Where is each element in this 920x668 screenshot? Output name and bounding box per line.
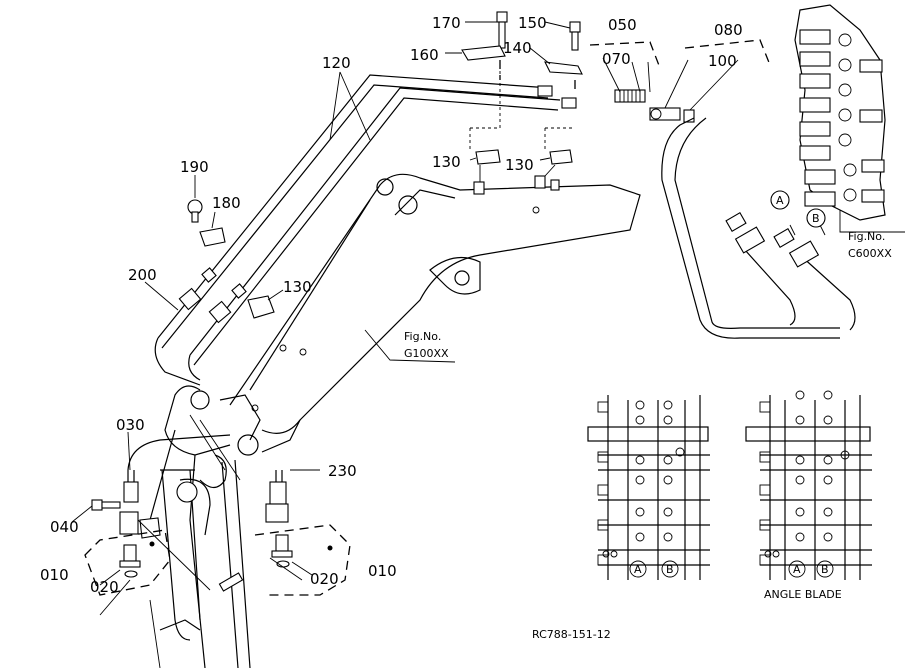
label-030: 030 <box>116 416 145 434</box>
label-140: 140 <box>503 39 532 57</box>
port-b-marker: B <box>812 212 820 225</box>
bottom-fittings <box>84 469 351 641</box>
valve-layout-left <box>587 395 710 580</box>
label-150: 150 <box>518 14 547 32</box>
label-040: 040 <box>50 518 79 536</box>
hose-to-valve <box>661 117 856 339</box>
valve-left-port-b: B <box>666 563 674 576</box>
label-010-right: 010 <box>368 562 397 580</box>
figure-refs: Fig.No. G100XX Fig.No. C600XX <box>404 230 892 360</box>
label-160: 160 <box>410 46 439 64</box>
label-120: 120 <box>322 54 351 72</box>
boom-pipes <box>127 74 561 500</box>
label-170: 170 <box>432 14 461 32</box>
fig-ref-g100-line1: Fig.No. <box>404 330 441 343</box>
valve-layout-labels: A B A B ANGLE BLADE <box>634 563 842 601</box>
valve-layout-right <box>745 390 872 580</box>
angle-blade-caption: ANGLE BLADE <box>764 588 842 601</box>
valve-right-port-b: B <box>821 563 829 576</box>
label-leaders <box>71 21 826 586</box>
label-130-b: 130 <box>505 156 534 174</box>
valve-left-port-a: A <box>634 563 642 576</box>
label-100: 100 <box>708 52 737 70</box>
label-020-right: 020 <box>310 570 339 588</box>
fig-ref-c600-line1: Fig.No. <box>848 230 885 243</box>
port-a-marker: A <box>776 194 784 207</box>
label-050: 050 <box>608 16 637 34</box>
hose-port-markers: A B <box>770 190 826 228</box>
fig-ref-g100-line2: G100XX <box>404 347 449 360</box>
label-230: 230 <box>328 462 357 480</box>
label-130-a: 130 <box>432 153 461 171</box>
fig-ref-c600-line2: C600XX <box>848 247 892 260</box>
pipe-fittings-boom <box>178 199 275 324</box>
control-valve <box>794 4 905 233</box>
drawing-code: RC788-151-12 <box>532 628 611 641</box>
label-010-left: 010 <box>40 566 69 584</box>
top-fittings <box>461 11 695 195</box>
valve-right-port-a: A <box>793 563 801 576</box>
label-070: 070 <box>602 50 631 68</box>
part-labels: 170 150 050 080 160 140 070 100 120 130 … <box>40 14 743 596</box>
label-020-left: 020 <box>90 578 119 596</box>
top-leaders <box>469 39 771 182</box>
label-190: 190 <box>180 158 209 176</box>
label-200: 200 <box>128 266 157 284</box>
boom-arm <box>149 173 641 668</box>
label-080: 080 <box>714 21 743 39</box>
label-180: 180 <box>212 194 241 212</box>
label-130-c: 130 <box>283 278 312 296</box>
